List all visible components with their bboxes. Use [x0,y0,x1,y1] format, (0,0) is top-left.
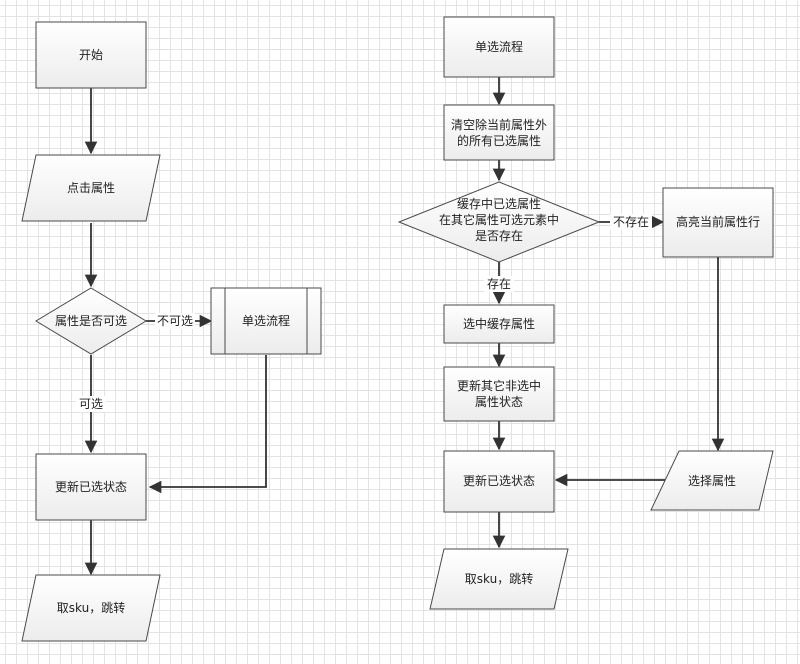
attr-selectable-decision: 属性是否可选 [35,287,147,355]
single-flow-node-right: 单选流程 [443,16,555,78]
select-cached-node: 选中缓存属性 [443,304,555,344]
click-attr-label: 点击属性 [67,181,115,195]
get-sku-label-left: 取sku，跳转 [57,600,125,615]
get-sku-node-left: 取sku，跳转 [21,574,161,642]
not-exist-label: 不存在 [613,215,649,229]
edge-label-selectable: 可选 [76,396,106,412]
highlight-row-node: 高亮当前属性行 [662,187,774,258]
select-cached-label: 选中缓存属性 [463,316,535,331]
select-attr-label: 选择属性 [688,474,736,488]
exist-label: 存在 [487,277,511,291]
update-selected-node-left: 更新已选状态 [35,453,147,521]
cache-label-line3: 是否存在 [475,229,523,243]
single-flow-label-left: 单选流程 [242,313,290,328]
selectable-label: 可选 [79,397,103,411]
clear-selected-node: 清空除当前属性外 的所有已选属性 [443,104,555,161]
update-selected-label-right: 更新已选状态 [463,473,535,488]
cache-exists-decision: 缓存中已选属性 在其它属性可选元素中 是否存在 [397,181,601,263]
not-selectable-label: 不可选 [157,314,193,328]
update-other-label-line2: 属性状态 [475,395,523,409]
cache-label-line1: 缓存中已选属性 [457,196,541,211]
get-sku-node-right: 取sku，跳转 [429,548,569,610]
single-flow-process-left: 单选流程 [210,287,322,355]
highlight-label: 高亮当前属性行 [676,214,760,229]
cache-label-line2: 在其它属性可选元素中 [439,212,559,227]
update-selected-label-left: 更新已选状态 [55,479,127,494]
select-attr-node: 选择属性 [650,450,774,511]
clear-label-line2: 的所有已选属性 [457,133,541,148]
attr-selectable-label: 属性是否可选 [55,314,127,328]
single-flow-label-right: 单选流程 [475,39,523,54]
update-selected-node-right: 更新已选状态 [443,450,555,513]
edge-label-not-selectable: 不可选 [155,313,195,329]
start-label: 开始 [79,48,103,62]
click-attr-node: 点击属性 [21,154,161,222]
start-node: 开始 [35,21,147,89]
update-other-node: 更新其它非选中 属性状态 [443,366,555,422]
get-sku-label-right: 取sku，跳转 [465,571,533,586]
clear-label-line1: 清空除当前属性外 [451,117,547,132]
edge-label-exist: 存在 [484,276,514,292]
edge-label-not-exist: 不存在 [610,214,652,230]
update-other-label-line1: 更新其它非选中 [457,378,541,393]
